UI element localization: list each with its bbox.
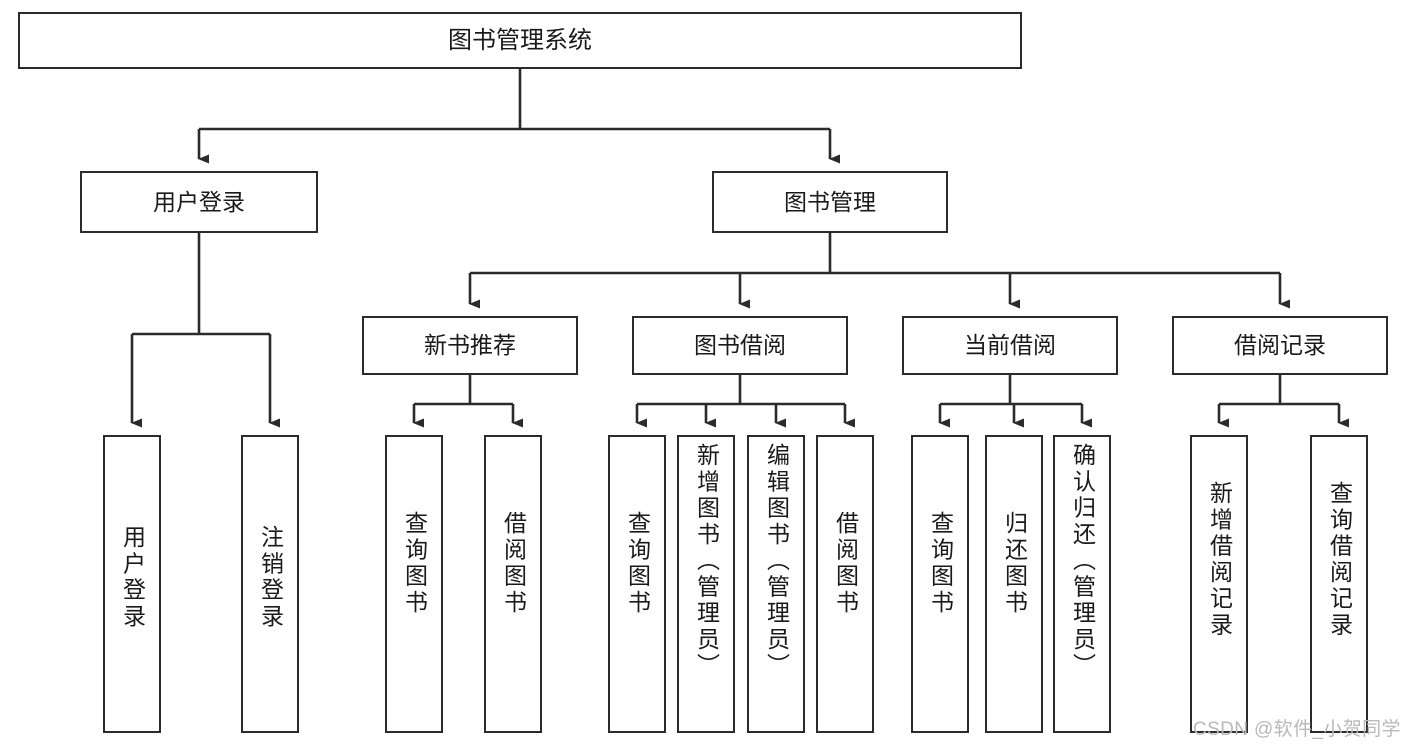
leaf-node-leaf-confirm-return-admin[interactable]: 确认归还（管理员） [1053,435,1111,733]
leaf-node-leaf-return-book[interactable]: 归还图书 [985,435,1043,733]
node-book-management[interactable]: 图书管理 [712,171,948,233]
node-current-borrow[interactable]: 当前借阅 [902,316,1118,375]
leaf-node-leaf-edit-book-admin-label: 编辑图书（管理员） [763,443,790,679]
leaf-node-leaf-query-book-3-label: 查询图书 [927,511,954,616]
leaf-node-leaf-borrow-book-1[interactable]: 借阅图书 [484,435,542,733]
leaf-node-leaf-logout-label: 注销登录 [257,525,284,630]
leaf-node-leaf-confirm-return-admin-label: 确认归还（管理员） [1069,443,1096,679]
leaf-node-leaf-add-borrow-record[interactable]: 新增借阅记录 [1190,435,1248,733]
leaf-node-leaf-add-book-admin[interactable]: 新增图书（管理员） [677,435,735,733]
csdn-watermark: CSDN @软件_小贺同学 [1193,719,1401,740]
leaf-node-leaf-query-book-2[interactable]: 查询图书 [608,435,666,733]
node-user-login-label: 用户登录 [153,188,245,215]
leaf-node-leaf-query-borrow-record[interactable]: 查询借阅记录 [1310,435,1368,733]
node-book-management-label: 图书管理 [784,188,876,215]
node-new-book-recommend-label: 新书推荐 [424,332,516,359]
leaf-node-leaf-borrow-book-2[interactable]: 借阅图书 [816,435,874,733]
node-user-login[interactable]: 用户登录 [80,171,318,233]
node-root[interactable]: 图书管理系统 [18,12,1022,69]
node-book-borrow[interactable]: 图书借阅 [632,316,848,375]
leaf-node-leaf-borrow-book-1-label: 借阅图书 [500,511,527,616]
leaf-node-leaf-add-book-admin-label: 新增图书（管理员） [693,443,720,679]
leaf-node-leaf-query-book-1[interactable]: 查询图书 [385,435,443,733]
leaf-node-leaf-borrow-book-2-label: 借阅图书 [832,511,859,616]
leaf-node-leaf-user-login[interactable]: 用户登录 [103,435,161,733]
leaf-node-leaf-logout[interactable]: 注销登录 [241,435,299,733]
node-root-label: 图书管理系统 [448,26,592,54]
leaf-node-leaf-query-book-2-label: 查询图书 [624,511,651,616]
node-borrow-record-label: 借阅记录 [1234,332,1326,359]
leaf-node-leaf-user-login-label: 用户登录 [119,525,146,630]
node-new-book-recommend[interactable]: 新书推荐 [362,316,578,375]
leaf-node-leaf-query-book-1-label: 查询图书 [401,511,428,616]
node-book-borrow-label: 图书借阅 [694,332,786,359]
leaf-node-leaf-edit-book-admin[interactable]: 编辑图书（管理员） [747,435,805,733]
leaf-node-leaf-return-book-label: 归还图书 [1001,511,1028,616]
node-borrow-record[interactable]: 借阅记录 [1172,316,1388,375]
node-current-borrow-label: 当前借阅 [964,332,1056,359]
leaf-node-leaf-query-book-3[interactable]: 查询图书 [911,435,969,733]
leaf-node-leaf-query-borrow-record-label: 查询借阅记录 [1326,481,1353,639]
leaf-node-leaf-add-borrow-record-label: 新增借阅记录 [1206,481,1233,639]
